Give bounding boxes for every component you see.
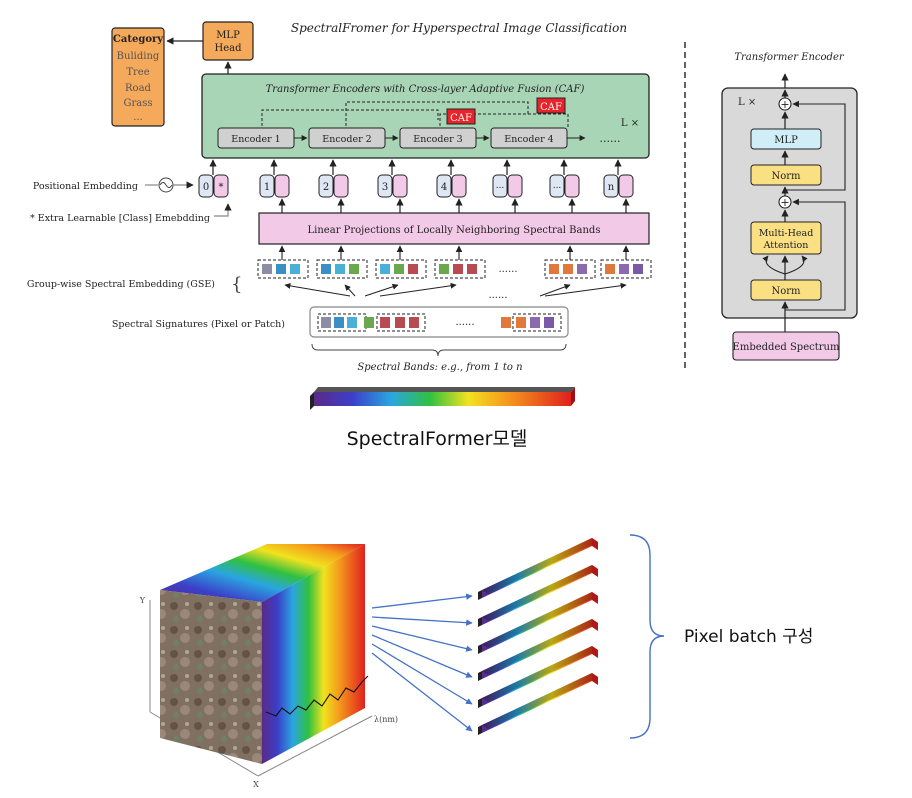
skip-connection xyxy=(345,101,529,126)
linear-projection-box xyxy=(258,212,650,245)
right-panel-repeat: L × xyxy=(738,97,756,108)
position-token-label: 2 xyxy=(323,182,329,193)
gse-arrows xyxy=(284,282,627,297)
signature-box xyxy=(309,306,569,338)
diagram-title: SpectralFromer for Hyperspectral Image C… xyxy=(291,21,627,35)
spectrum-signal xyxy=(265,675,369,717)
attention-label: Attention xyxy=(763,240,809,251)
residual-path xyxy=(785,198,846,311)
hyperspectral-cube: Y X λ(nm) xyxy=(139,544,398,789)
gse-groups: ...... xyxy=(257,259,652,279)
norm-block-label: Norm xyxy=(771,286,801,297)
pixel-rod xyxy=(478,619,598,681)
attention-block xyxy=(750,221,822,255)
class-token-label: * xyxy=(219,182,224,193)
position-token-label: n xyxy=(608,182,615,193)
signature-bands: ...... xyxy=(317,313,562,332)
caf-block xyxy=(446,108,476,125)
right-panel-title: Transformer Encoder xyxy=(734,52,845,63)
category-item: Tree xyxy=(126,67,149,78)
pixel-rod xyxy=(478,538,598,600)
position-token-label: 1 xyxy=(264,182,270,193)
position-token-label: 0 xyxy=(203,182,209,193)
encoder-label: Encoder 1 xyxy=(231,134,280,145)
mlp-block-label: MLP xyxy=(774,135,798,146)
gse-ellipsis: ...... xyxy=(498,264,517,275)
rod-arrow xyxy=(371,593,473,609)
position-token-label: ... xyxy=(496,181,505,191)
norm-block-label: Norm xyxy=(771,171,801,182)
arrow-class-embedding xyxy=(214,203,232,217)
axis-lambda-label: λ(nm) xyxy=(374,715,398,724)
skip-connection xyxy=(439,113,569,128)
pixel-batch-label: Pixel batch 구성 xyxy=(684,627,813,647)
residual-path xyxy=(785,100,846,191)
caf-label: CAF xyxy=(540,102,562,113)
category-item: ... xyxy=(133,112,143,123)
axis-x-label: X xyxy=(253,780,259,789)
rod-arrow xyxy=(371,616,473,626)
add-symbol: + xyxy=(780,98,789,111)
signature-ellipsis: ...... xyxy=(455,317,474,328)
category-title: Category xyxy=(113,34,164,45)
caf-label: CAF xyxy=(450,113,472,124)
rod-arrow xyxy=(371,643,473,705)
rod-arrows xyxy=(371,593,473,732)
pixel-rod xyxy=(478,673,598,735)
embedded-spectrum-label: Embedded Spectrum xyxy=(733,342,840,353)
embedded-spectrum-block xyxy=(732,331,840,361)
wave-icon xyxy=(159,182,173,188)
category-item: Buliding xyxy=(117,51,160,62)
class-embedding-label: * Extra Learnable [Class] Emebdding xyxy=(30,213,210,224)
gse-label: Group-wise Spectral Embedding (GSE) xyxy=(27,279,215,290)
position-token-label: 4 xyxy=(441,182,447,193)
category-item: Grass xyxy=(124,98,153,109)
position-token xyxy=(198,174,214,198)
norm-block xyxy=(750,164,822,186)
spectrum-bar xyxy=(310,387,575,410)
linear-projection-label: Linear Projections of Locally Neighborin… xyxy=(308,225,601,236)
encoder-label: Encoder 2 xyxy=(322,134,371,145)
token-row: 0 * 1 2 3 4 ... ... n xyxy=(198,159,634,213)
positional-embedding-label: Positional Embedding xyxy=(33,181,138,192)
lambda-axis xyxy=(257,715,373,777)
mlp-block xyxy=(750,128,822,150)
mlp-head-line2: Head xyxy=(214,43,242,54)
rod-arrow xyxy=(371,634,473,678)
class-token xyxy=(213,174,229,198)
encoder-label: Encoder 4 xyxy=(504,134,553,145)
caf-block xyxy=(536,97,566,114)
gse-brace: { xyxy=(231,274,242,295)
category-item: Road xyxy=(125,83,152,94)
axis-y-label: Y xyxy=(139,596,146,605)
encoder-label: Encoder 3 xyxy=(413,134,462,145)
pixel-rods xyxy=(478,538,598,735)
pixel-rod xyxy=(478,646,598,708)
pixel-rod xyxy=(478,592,598,654)
pixel-batch-brace xyxy=(629,534,665,739)
add-symbol: + xyxy=(780,196,789,209)
encoders-title: Transformer Encoders with Cross-layer Ad… xyxy=(266,84,585,95)
encoders-box: Transformer Encoders with Cross-layer Ad… xyxy=(201,73,650,159)
mlp-head-box: MLP Head xyxy=(202,21,254,61)
encoders-more: ...... xyxy=(600,132,621,145)
skip-connection xyxy=(261,109,439,126)
encoders-repeat: L × xyxy=(621,118,639,129)
rod-arrow xyxy=(371,625,473,652)
position-token-label: ... xyxy=(553,181,562,191)
signatures-label: Spectral Signatures (Pixel or Patch) xyxy=(112,319,285,330)
bands-brace xyxy=(311,343,567,357)
mlp-head-line1: MLP xyxy=(216,30,240,41)
norm-block xyxy=(750,279,822,301)
attention-label: Multi-Head xyxy=(759,228,814,239)
rod-arrow xyxy=(371,652,473,732)
category-box: Category Buliding Tree Road Grass ... xyxy=(111,27,165,127)
arrows-ellipsis: ...... xyxy=(488,290,507,301)
pixel-rod xyxy=(478,565,598,627)
position-token-label: 3 xyxy=(382,182,388,193)
bands-label: Spectral Bands: e.g., from 1 to n xyxy=(357,362,522,373)
caption: SpectralFormer모델 xyxy=(347,428,528,450)
